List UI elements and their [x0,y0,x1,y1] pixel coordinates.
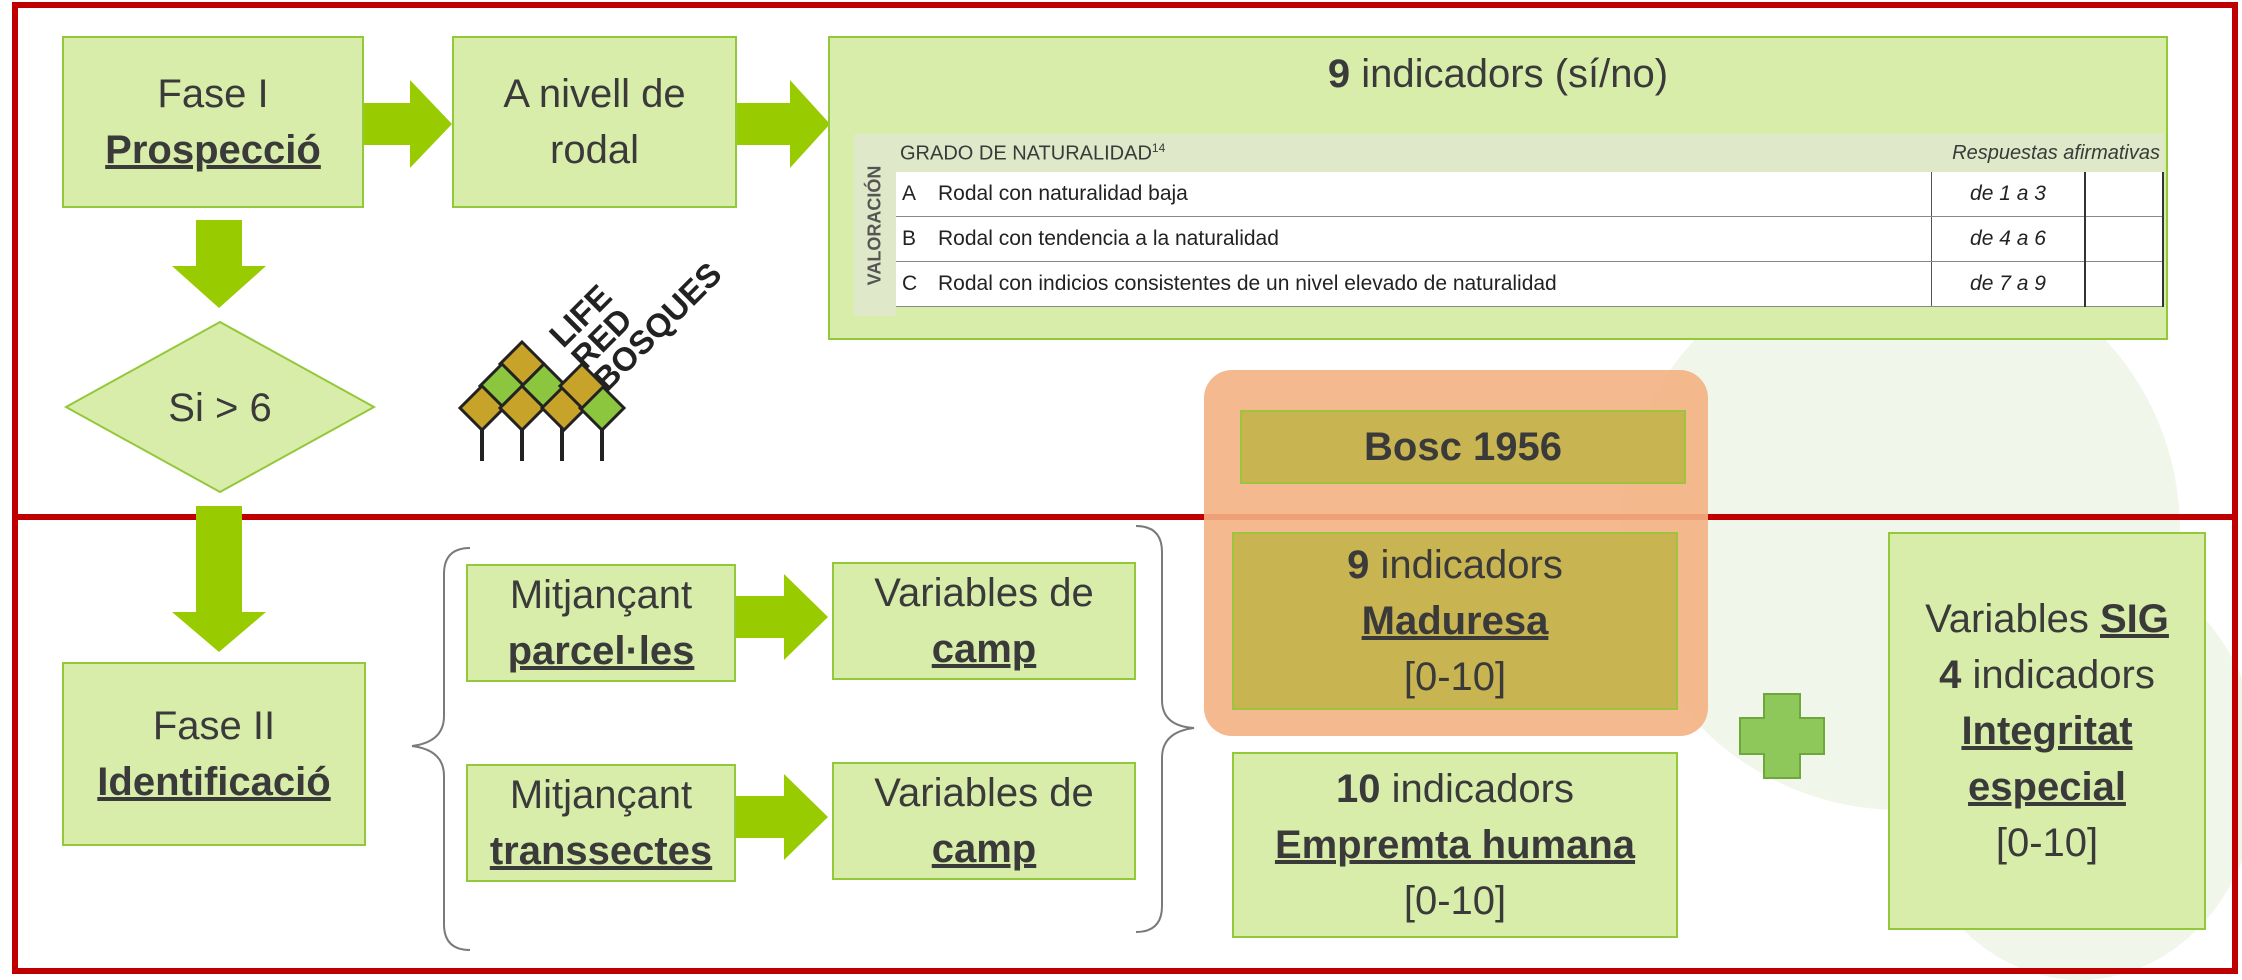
level-box: A nivell de rodal [452,36,737,208]
variables-camp-box: Variables de camp [832,562,1136,680]
table-body: GRADO DE NATURALIDAD14 Respuestas afirma… [896,134,2164,316]
logo-graphic [457,339,627,461]
life-red-bosques-logo: LIFE RED BOSQUES [448,255,738,466]
naturality-table: VALORACIÓN GRADO DE NATURALIDAD14 Respue… [854,134,2164,316]
method-transsectes-box: Mitjançant transsectes [466,764,736,882]
right-brace [1135,525,1195,933]
arrow-down [172,506,266,652]
maduresa-box: 9 indicadors Maduresa [0-10] [1232,532,1678,710]
arrow-right [736,574,828,660]
left-brace [411,547,471,951]
method-parceles-box: Mitjançant parcel·les [466,564,736,682]
table-row: C Rodal con indicios consistentes de un … [896,261,2164,307]
empremta-box: 10 indicadors Empremta humana [0-10] [1232,752,1678,938]
indicators-title: 9 indicadors (sí/no) [1327,52,1669,96]
variables-camp-box: Variables de camp [832,762,1136,880]
phase2-box: Fase II Identificació [62,662,366,846]
level-text: A nivell de rodal [503,72,686,172]
bosc-1956-box: Bosc 1956 [1240,410,1686,484]
arrow-right [736,774,828,860]
table-side-label: VALORACIÓN [854,134,896,316]
indicators-panel: 9 indicadors (sí/no) VALORACIÓN GRADO DE… [828,36,2168,340]
answer-cell [2084,261,2164,307]
sig-box: Variables SIG 4 indicadors Integritat es… [1888,532,2206,930]
table-header: GRADO DE NATURALIDAD14 Respuestas afirma… [896,134,2164,172]
answer-cell [2084,216,2164,262]
decision-label: Si > 6 [168,386,272,430]
phase1-box: Fase I Prospecció [62,36,364,208]
phase1-title: Prospecció [105,128,321,172]
answer-cell [2084,172,2164,217]
decision-diamond [63,320,377,494]
arrow-down [172,220,266,308]
table-row: B Rodal con tendencia a la naturalidad d… [896,216,2164,262]
arrow-right [364,80,452,168]
plus-icon [1739,693,1825,779]
phase1-label: Fase I [157,72,269,116]
arrow-right [737,80,830,168]
table-row: A Rodal con naturalidad baja de 1 a 3 [896,172,2164,217]
table-rows: A Rodal con naturalidad baja de 1 a 3 B … [896,172,2164,307]
